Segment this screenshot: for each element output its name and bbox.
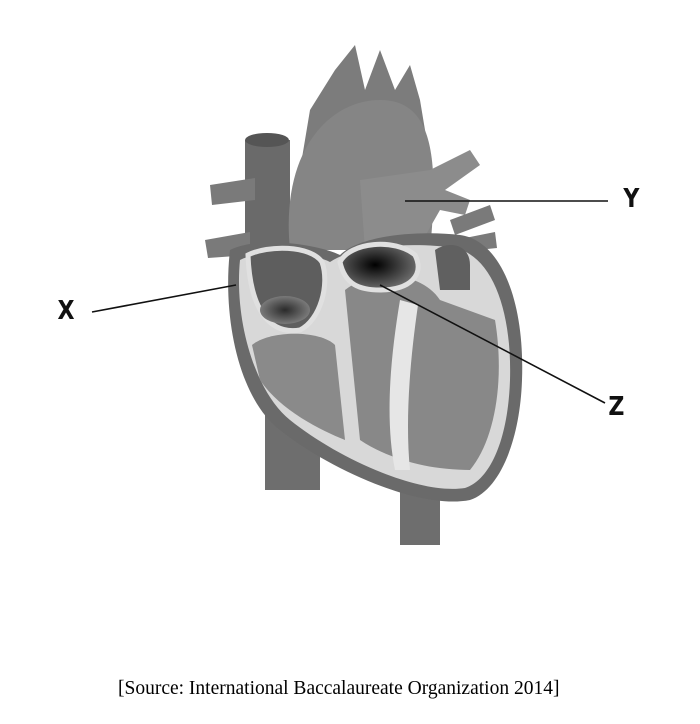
pointer-lines: [91, 200, 608, 404]
source-caption: [Source: International Baccalaureate Org…: [118, 678, 560, 699]
heart-body: [228, 233, 523, 502]
pointer-line-x: [91, 284, 237, 313]
label-y: Y: [623, 184, 640, 214]
label-x: X: [57, 296, 75, 326]
label-z: Z: [608, 392, 625, 422]
pointer-line-z: [379, 284, 606, 404]
